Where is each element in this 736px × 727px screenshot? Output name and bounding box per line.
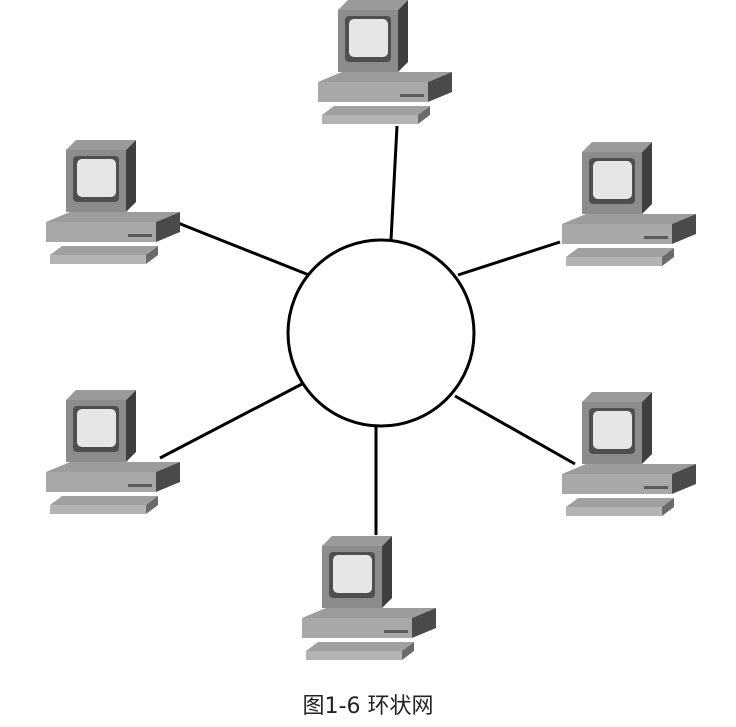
computer-upper-left — [46, 140, 180, 264]
link-lower-right — [454, 394, 576, 466]
desktop-computer-icon — [302, 536, 436, 660]
computer-lower-left — [46, 390, 180, 514]
figure-caption: 图1-6 环状网 — [302, 694, 434, 719]
link-upper-left — [177, 221, 310, 277]
computer-lower-right — [562, 392, 696, 516]
link-upper-right — [457, 240, 561, 277]
desktop-computer-icon — [562, 142, 696, 266]
desktop-computer-icon — [46, 140, 180, 264]
link-top — [389, 125, 399, 241]
computer-top — [318, 0, 452, 124]
link-lower-left — [159, 382, 303, 460]
ring-hub-icon — [286, 238, 476, 428]
computer-upper-right — [562, 142, 696, 266]
desktop-computer-icon — [46, 390, 180, 514]
computer-bottom — [302, 536, 436, 660]
desktop-computer-icon — [562, 392, 696, 516]
desktop-computer-icon — [318, 0, 452, 124]
connections — [159, 125, 576, 535]
